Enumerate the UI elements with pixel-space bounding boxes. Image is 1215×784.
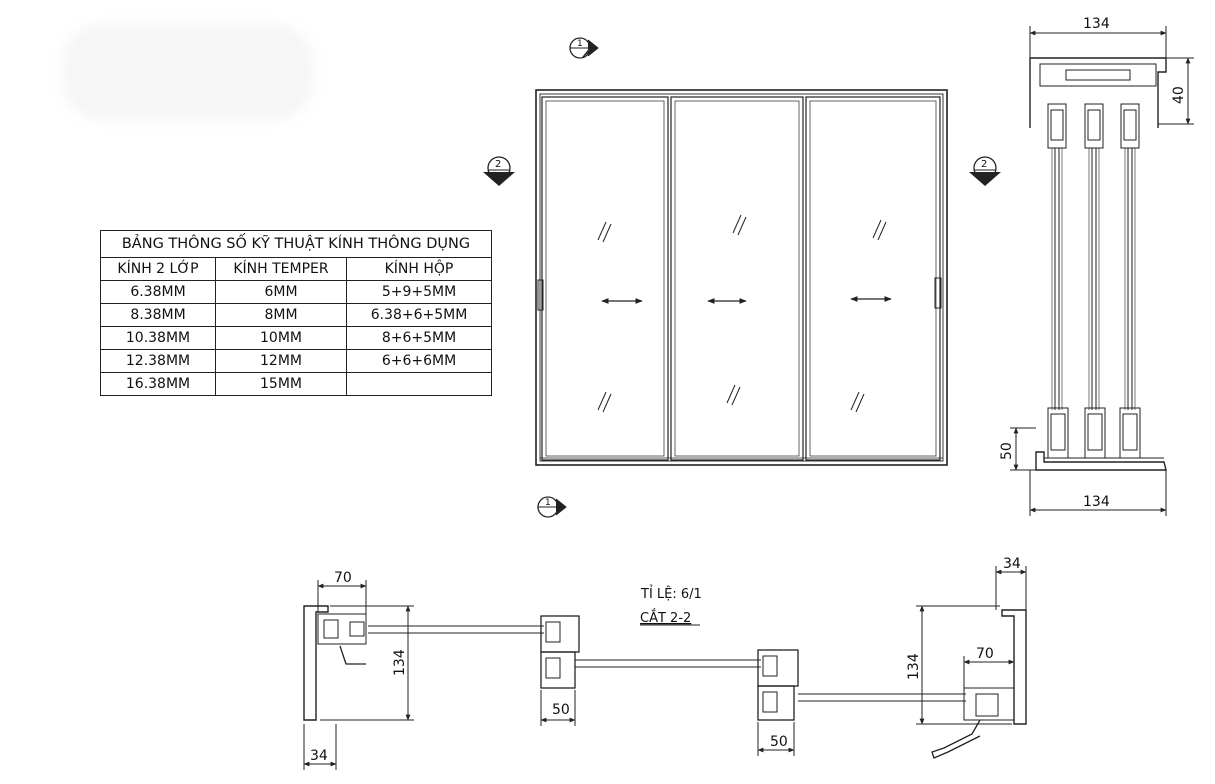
table-cell: 6MM: [215, 280, 347, 304]
dim-bottom-width: 134: [1083, 494, 1110, 510]
table-cell: [346, 372, 492, 396]
dim-mid1: 50: [552, 702, 570, 718]
vertical-section: [1010, 26, 1194, 516]
header-tempered: KÍNH TEMPER: [215, 257, 347, 281]
section-marker-bottom: 1: [537, 496, 567, 518]
glass-spec-table: BẢNG THÔNG SỐ KỸ THUẬT KÍNH THÔNG DỤNG K…: [100, 230, 492, 396]
section-marker-top: 1: [569, 37, 599, 59]
marker-label: 2: [981, 159, 987, 170]
table-cell: 10.38MM: [100, 326, 216, 350]
dim-right-top: 34: [1003, 556, 1021, 572]
horizontal-section: [303, 566, 1027, 770]
section-marker-left: 2: [483, 156, 515, 186]
dim-right-inner: 70: [976, 646, 994, 662]
dim-top-height: 40: [1171, 86, 1187, 104]
marker-label: 1: [577, 39, 583, 49]
blurred-logo: [62, 24, 314, 120]
dim-mid2: 50: [770, 734, 788, 750]
dim-left-top: 70: [334, 570, 352, 586]
scale-note: TỈ LỆ: 6/1: [640, 585, 702, 602]
table-cell: 15MM: [215, 372, 347, 396]
table-cell: 16.38MM: [100, 372, 216, 396]
table-row: 12.38MM 12MM 6+6+6MM: [100, 349, 492, 373]
table-row: 8.38MM 8MM 6.38+6+5MM: [100, 303, 492, 327]
table-row: 16.38MM 15MM: [100, 372, 492, 396]
table-cell: 6.38+6+5MM: [346, 303, 492, 327]
dim-bottom-height: 50: [999, 442, 1015, 460]
dim-left-bottom: 34: [310, 748, 328, 764]
dim-top-width: 134: [1083, 16, 1110, 32]
table-cell: 12MM: [215, 349, 347, 373]
marker-label: 1: [545, 498, 551, 508]
dim-right-height: 134: [906, 653, 922, 680]
section-note: CẮT 2-2: [640, 609, 691, 626]
table-row: 6.38MM 6MM 5+9+5MM: [100, 280, 492, 304]
table-cell: 6+6+6MM: [346, 349, 492, 373]
section-marker-right: 2: [969, 156, 1001, 186]
front-elevation: [535, 89, 948, 466]
table-row: 10.38MM 10MM 8+6+5MM: [100, 326, 492, 350]
dim-left-height: 134: [392, 649, 408, 676]
table-cell: 8MM: [215, 303, 347, 327]
marker-label: 2: [495, 159, 501, 170]
